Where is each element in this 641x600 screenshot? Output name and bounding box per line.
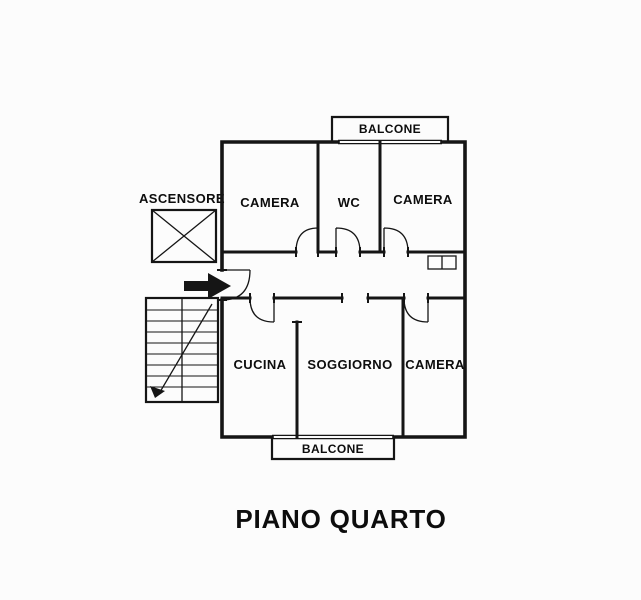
interior-walls xyxy=(220,140,467,439)
entrance-arrow-icon xyxy=(184,273,231,299)
elevator xyxy=(150,208,218,264)
balcony-top: BALCONE xyxy=(330,115,450,144)
label-cucina: CUCINA xyxy=(234,357,287,372)
door-jambs xyxy=(217,247,429,323)
label-wc: WC xyxy=(338,195,361,210)
balcony-top-rail xyxy=(330,115,450,144)
balcony-bottom: BALCONE xyxy=(270,435,396,461)
label-camera-bottom-right: CAMERA xyxy=(405,357,465,372)
elevator-cross-icon xyxy=(151,209,217,263)
label-camera-top-right: CAMERA xyxy=(393,192,453,207)
label-ascensore: ASCENSORE xyxy=(139,191,225,206)
elevator-shaft xyxy=(150,208,218,264)
door-swings xyxy=(221,227,429,323)
label-balcone-top: BALCONE xyxy=(359,122,421,136)
apartment-walls xyxy=(217,139,467,440)
label-balcone-bottom: BALCONE xyxy=(302,442,364,456)
staircase-travel-line xyxy=(159,303,213,393)
label-camera-top-left: CAMERA xyxy=(240,195,300,210)
staircase-direction-arrowhead xyxy=(150,386,165,398)
page-title: PIANO QUARTO xyxy=(235,504,446,534)
label-soggiorno: SOGGIORNO xyxy=(307,357,392,372)
balcony-bottom-rail xyxy=(270,435,396,461)
doors xyxy=(221,227,429,323)
balcony-window-lines xyxy=(272,139,442,440)
exterior-walls xyxy=(220,140,467,439)
staircase xyxy=(144,296,220,404)
